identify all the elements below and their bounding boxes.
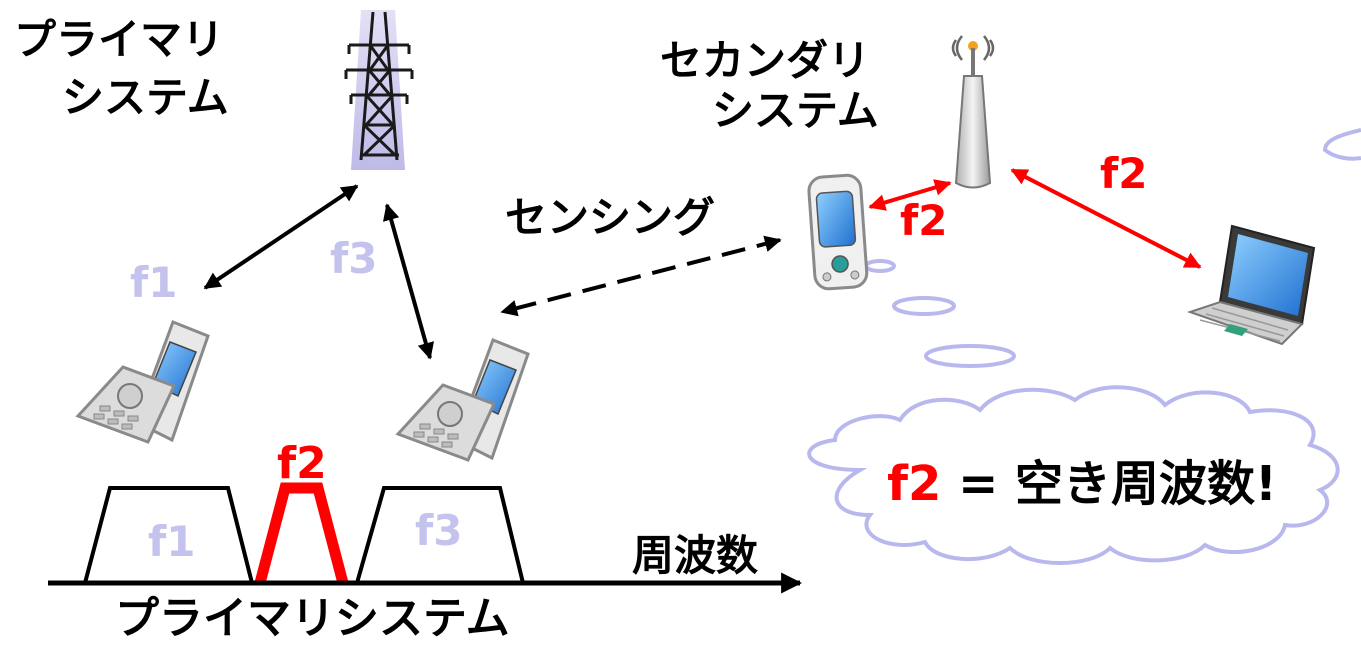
callout-text: f2 = 空き周波数!: [887, 456, 1277, 512]
link-arrow-tower-phone1: [203, 184, 359, 290]
thought-bubble-small: [864, 259, 896, 273]
band-f1-trapezoid: [83, 486, 254, 584]
antenna-tower-icon: [951, 35, 995, 189]
callout-rest: = 空き周波数!: [941, 456, 1277, 512]
thought-bubble-large: [924, 344, 1016, 368]
link-arrow-tower-phone2: [383, 203, 434, 360]
flip-phone-icon: [75, 320, 210, 444]
f2-link-label-pda: f2: [900, 196, 948, 245]
secondary-system-label-line2: システム: [712, 86, 879, 135]
band-f2-trapezoid: [254, 482, 349, 585]
sensing-label: センシング: [505, 193, 715, 242]
edge-cloud-fragment: [1322, 128, 1361, 161]
secondary-system-label-line1: セカンダリ: [660, 36, 870, 85]
thought-bubble-medium: [892, 296, 956, 316]
callout-f2: f2: [887, 456, 941, 512]
spectrum-diagram: f1 f2 f3 周波数 プライマリシステム: [48, 438, 803, 644]
band-f1-label: f1: [148, 517, 196, 566]
primary-system-bottom-label: プライマリシステム: [115, 593, 510, 643]
laptop-icon: [1186, 224, 1316, 346]
band-f3-label: f3: [415, 506, 463, 555]
band-f3-trapezoid: [355, 486, 525, 584]
sensing-dashed-arrow: [500, 235, 782, 317]
cloud-shape: [807, 385, 1340, 565]
thought-cloud-callout: f2 = 空き周波数!: [807, 259, 1340, 565]
link-arrow-antenna-laptop: [1010, 168, 1202, 269]
f1-link-label: f1: [130, 258, 178, 307]
f3-link-label: f3: [330, 234, 378, 283]
primary-system-label-line1: プライマリ: [14, 15, 224, 64]
pda-phone-icon: [807, 173, 869, 291]
band-f2-label: f2: [277, 438, 327, 489]
primary-system-label-line2: システム: [62, 73, 229, 122]
link-arrow-antenna-pda: [868, 179, 952, 211]
f2-link-label-laptop: f2: [1100, 149, 1148, 198]
frequency-axis-label: 周波数: [632, 531, 758, 580]
flip-phone-icon: [395, 338, 530, 462]
power-tower-icon: [344, 10, 414, 170]
